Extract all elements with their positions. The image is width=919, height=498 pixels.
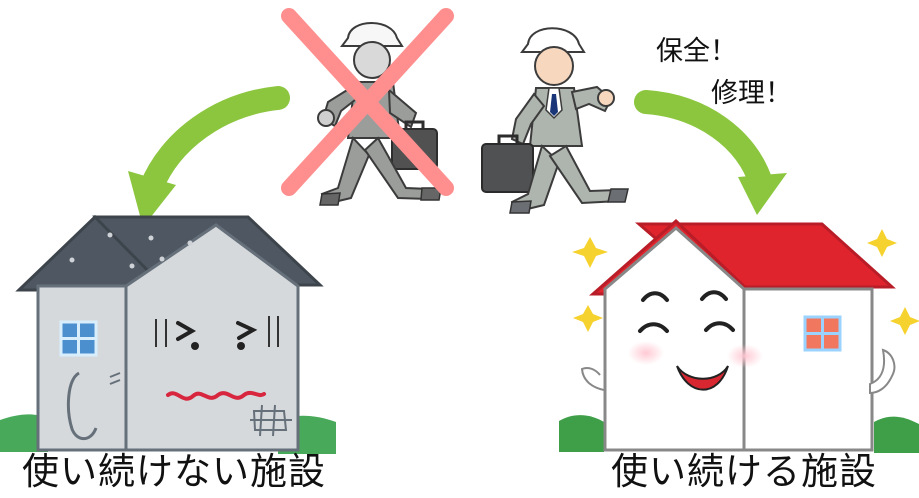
left-caption: 使い続けない施設 <box>22 450 326 493</box>
speech-line-1: 保全！ <box>656 36 737 67</box>
left-arrow <box>128 86 290 227</box>
speech-line-2: 修理！ <box>711 78 792 109</box>
walking-worker-icon <box>481 27 629 214</box>
right-caption: 使い続ける施設 <box>611 450 877 493</box>
crossed-worker-icon <box>281 8 454 206</box>
happy-new-house-icon <box>559 218 919 453</box>
right-arrow <box>634 90 787 215</box>
sad-old-house-icon <box>0 214 336 454</box>
